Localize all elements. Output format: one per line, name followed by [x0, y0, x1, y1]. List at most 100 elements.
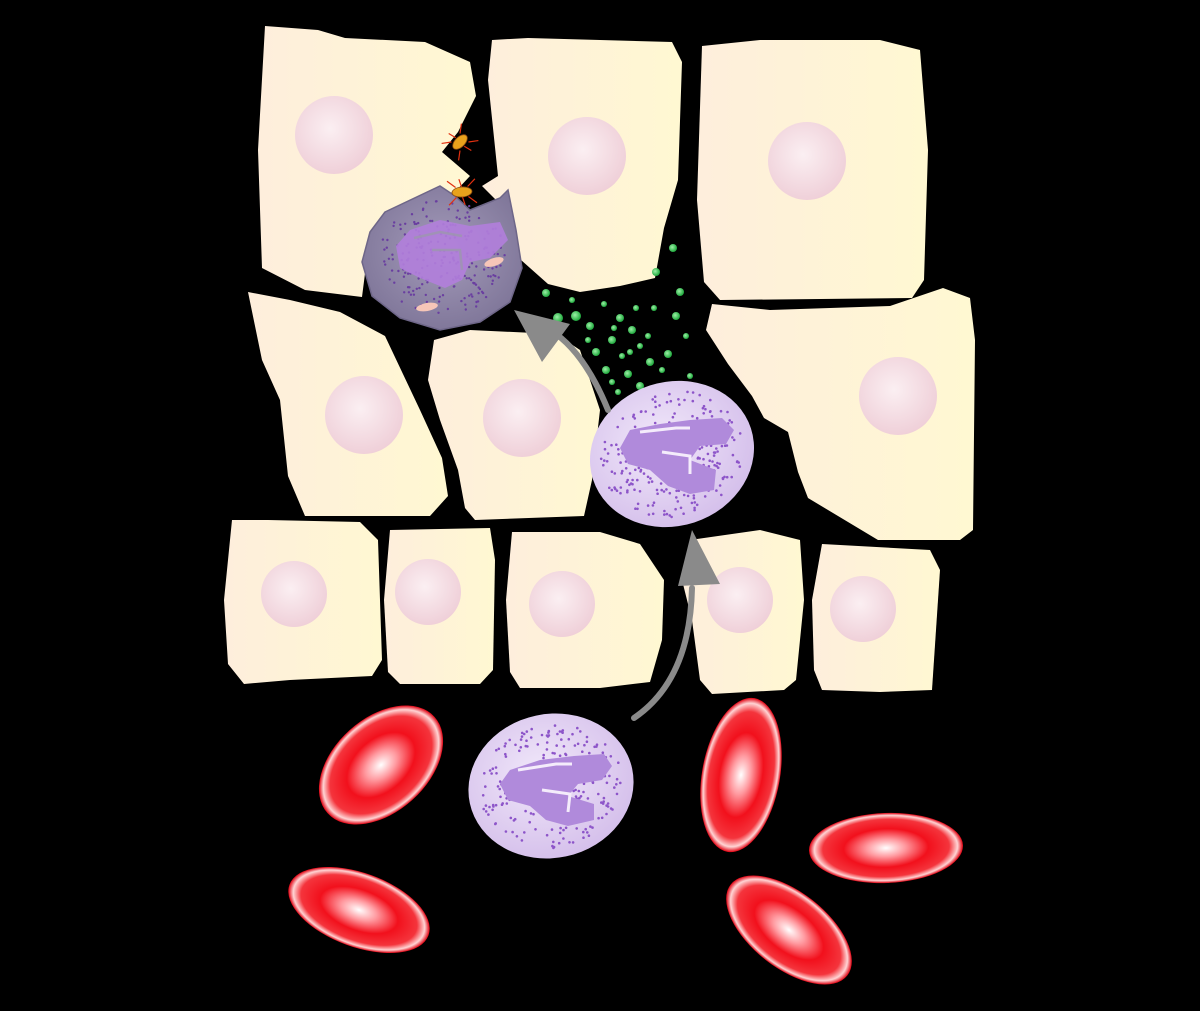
- granule: [497, 276, 500, 279]
- granule: [621, 469, 624, 473]
- granule: [728, 419, 731, 422]
- granule: [731, 436, 734, 439]
- chemokine-dot: [652, 268, 660, 276]
- granule: [663, 513, 666, 516]
- granule: [466, 211, 469, 214]
- chemokine-dot: [687, 373, 693, 379]
- granule: [617, 453, 620, 456]
- chemokine-dot: [611, 325, 617, 331]
- granule: [626, 490, 629, 494]
- granule: [496, 785, 500, 788]
- granule: [473, 274, 476, 277]
- granule: [615, 489, 619, 493]
- granule: [698, 393, 701, 397]
- granule: [557, 841, 561, 845]
- granule: [417, 221, 420, 225]
- granule: [573, 744, 577, 747]
- granule: [518, 749, 521, 753]
- granule: [692, 494, 696, 497]
- tissue-cell: [706, 288, 975, 540]
- granule: [715, 489, 718, 492]
- granule: [391, 253, 394, 256]
- granule: [712, 451, 716, 454]
- granule: [383, 248, 386, 251]
- granule: [646, 475, 650, 479]
- granule: [582, 782, 586, 786]
- granule: [626, 478, 629, 482]
- granule: [488, 769, 492, 772]
- granule: [470, 293, 473, 296]
- granule: [545, 833, 549, 837]
- granule: [660, 488, 663, 492]
- granule: [523, 831, 526, 834]
- granule: [499, 795, 502, 799]
- granule: [383, 260, 386, 263]
- granule: [578, 796, 581, 800]
- chemokine-dot: [615, 389, 621, 395]
- granule: [491, 279, 494, 282]
- tissue-nucleus: [483, 379, 561, 457]
- granule: [716, 450, 719, 453]
- tissue-nucleus: [830, 576, 896, 642]
- granule: [638, 490, 642, 493]
- granule: [460, 299, 463, 303]
- granule: [628, 472, 632, 475]
- granule: [504, 752, 507, 756]
- granule: [545, 741, 549, 744]
- granule: [399, 227, 402, 231]
- granule: [397, 269, 400, 273]
- granule: [656, 492, 659, 496]
- granule: [453, 285, 456, 288]
- granule: [511, 830, 514, 834]
- granule: [707, 465, 711, 468]
- granule: [597, 816, 600, 820]
- granule: [711, 460, 714, 463]
- granule: [615, 792, 619, 796]
- granule: [458, 217, 461, 221]
- granule: [601, 751, 605, 754]
- granule: [530, 727, 533, 731]
- granule: [595, 745, 598, 748]
- granule: [674, 507, 677, 511]
- granule: [605, 812, 608, 816]
- chemokine-dot: [624, 370, 632, 378]
- chemokine-dot: [651, 305, 657, 311]
- granule: [615, 777, 619, 781]
- granule: [542, 753, 545, 757]
- granule: [556, 732, 559, 736]
- red-blood-cells: [288, 697, 963, 985]
- granule: [484, 804, 488, 807]
- granule: [718, 484, 722, 487]
- granule: [679, 506, 683, 510]
- granule: [562, 828, 565, 832]
- granule: [719, 409, 723, 413]
- chemokine-dot: [646, 358, 654, 366]
- granule: [669, 399, 673, 403]
- granule: [605, 460, 609, 463]
- granule: [644, 410, 647, 413]
- granule: [658, 404, 661, 407]
- ingested-bacterium: [416, 302, 438, 312]
- granule: [583, 743, 586, 747]
- granule: [469, 278, 473, 282]
- ingested-bacterium: [484, 257, 504, 267]
- neutrophil-nucleus-highlight: [517, 762, 572, 813]
- bacterium: [441, 123, 479, 161]
- granule: [603, 440, 607, 444]
- granule: [730, 475, 733, 479]
- granule: [653, 421, 657, 425]
- neutrophil-nucleus: [620, 418, 734, 494]
- granule: [639, 410, 643, 414]
- granule: [651, 512, 655, 516]
- granule: [709, 410, 712, 413]
- granule: [665, 400, 669, 404]
- granule: [709, 398, 712, 402]
- granule: [691, 414, 694, 418]
- granule: [509, 816, 513, 820]
- granule: [615, 783, 618, 786]
- granule: [650, 480, 654, 483]
- granule: [619, 491, 622, 495]
- granule: [632, 415, 635, 418]
- granule: [646, 504, 650, 507]
- tissue-nuclei: [261, 96, 937, 642]
